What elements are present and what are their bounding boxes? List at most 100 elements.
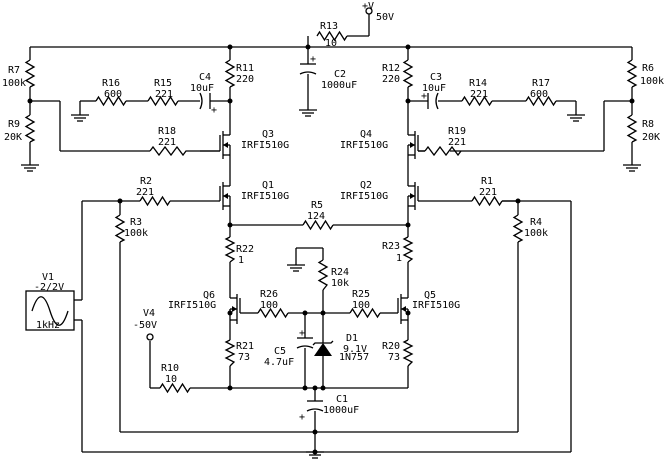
v1-name: V1: [42, 272, 54, 283]
r22-value: 1: [238, 255, 244, 266]
ground-icon: [623, 164, 641, 172]
resistor-r23: [402, 236, 414, 263]
q3-part: IRFI510G: [241, 140, 289, 151]
resistor-r13: [316, 30, 348, 42]
resistor-r14: [461, 95, 493, 107]
c1-value: 1000uF: [323, 405, 359, 416]
q1-name: Q1: [262, 180, 274, 191]
c3-plus: +: [421, 91, 427, 102]
r4-name: R4: [530, 217, 542, 228]
r24-value: 10k: [331, 278, 349, 289]
mosfet-symbols: [200, 125, 425, 332]
ground-icon: [306, 451, 324, 459]
resistor-r3: [114, 214, 126, 243]
r26-name: R26: [260, 289, 278, 300]
ground-icon: [567, 114, 585, 122]
r19-name: R19: [448, 126, 466, 137]
resistor-r11: [224, 59, 236, 88]
r7-name: R7: [8, 65, 20, 76]
q6-part: IRFI510G: [168, 300, 216, 311]
resistor-symbols: [24, 30, 638, 394]
c5-value: 4.7uF: [264, 357, 294, 368]
r23-name: R23: [382, 241, 400, 252]
r8-name: R8: [642, 119, 654, 130]
capacitor-c1: [306, 400, 324, 412]
resistor-r9: [24, 114, 36, 143]
resistor-r1: [471, 195, 503, 207]
d1-name: D1: [346, 333, 358, 344]
r25-value: 100: [352, 300, 370, 311]
r10-name: R10: [161, 363, 179, 374]
resistor-r12: [402, 59, 414, 88]
supply-terminal: +V 50V: [362, 1, 394, 23]
c3-name: C3: [430, 72, 442, 83]
voltage-source-v1: [25, 290, 75, 331]
resistor-r6: [626, 59, 638, 88]
resistor-r4: [512, 214, 524, 243]
ground-icon: [287, 264, 305, 272]
supply-label: +V: [362, 1, 374, 12]
capacitor-c2: [299, 63, 317, 75]
c4-name: C4: [199, 72, 211, 83]
r17-value: 600: [530, 89, 548, 100]
c5-plus: +: [299, 328, 305, 339]
r5-value: 124: [307, 211, 325, 222]
resistor-r2: [139, 195, 171, 207]
v1-value: -2/2V: [34, 282, 64, 293]
supply-value: 50V: [376, 12, 394, 23]
r11-value: 220: [236, 74, 254, 85]
v1-freq: 1kHz: [36, 320, 60, 331]
r21-value: 73: [238, 352, 250, 363]
r15-value: 221: [155, 89, 173, 100]
r14-value: 221: [470, 89, 488, 100]
r19-value: 221: [448, 137, 466, 148]
r6-value: 100k: [640, 76, 664, 87]
voltage-terminal-v4: [146, 333, 154, 341]
resistor-r16: [95, 95, 127, 107]
r2-value: 221: [136, 187, 154, 198]
capacitor-c5: [296, 337, 314, 349]
q2-name: Q2: [360, 180, 372, 191]
r9-name: R9: [8, 119, 20, 130]
q3-name: Q3: [262, 129, 274, 140]
ground-icon: [21, 164, 39, 172]
resistor-r17: [525, 95, 557, 107]
junctions: [27, 44, 635, 455]
ground-icon: [299, 109, 317, 117]
r15-name: R15: [154, 78, 172, 89]
r18-value: 221: [158, 137, 176, 148]
c4-value: 10uF: [190, 83, 214, 94]
mosfet-q2: [407, 176, 420, 210]
r24-name: R24: [331, 267, 349, 278]
r3-value: 100k: [124, 228, 148, 239]
r12-value: 220: [382, 74, 400, 85]
r17-name: R17: [532, 78, 550, 89]
ground-icon: [71, 114, 89, 122]
zener-diode-d1: [312, 340, 334, 356]
r26-value: 100: [260, 300, 278, 311]
r16-value: 600: [104, 89, 122, 100]
r22-name: R22: [236, 244, 254, 255]
ground-symbols: [21, 109, 641, 459]
resistor-r19: [424, 145, 462, 157]
v4-name: V4: [143, 308, 155, 319]
resistor-r24: [317, 259, 329, 291]
resistor-r15: [147, 95, 179, 107]
resistor-r22: [224, 236, 236, 263]
mosfet-q6: [229, 290, 244, 332]
resistor-r8: [626, 114, 638, 143]
mosfet-q3: [200, 125, 231, 166]
r21-name: R21: [236, 341, 254, 352]
r6-name: R6: [642, 63, 654, 74]
labels: R13 10 + C2 1000uF R7 100k R9 20K R16 60…: [2, 21, 664, 423]
r13-value: 10: [325, 38, 337, 49]
q5-part: IRFI510G: [412, 300, 460, 311]
q2-part: IRFI510G: [340, 191, 388, 202]
r10-value: 10: [165, 374, 177, 385]
resistor-r26: [257, 307, 289, 319]
c2-value: 1000uF: [321, 80, 357, 91]
c2-plus: +: [310, 54, 316, 65]
q4-part: IRFI510G: [340, 140, 388, 151]
resistor-r10: [159, 382, 191, 394]
